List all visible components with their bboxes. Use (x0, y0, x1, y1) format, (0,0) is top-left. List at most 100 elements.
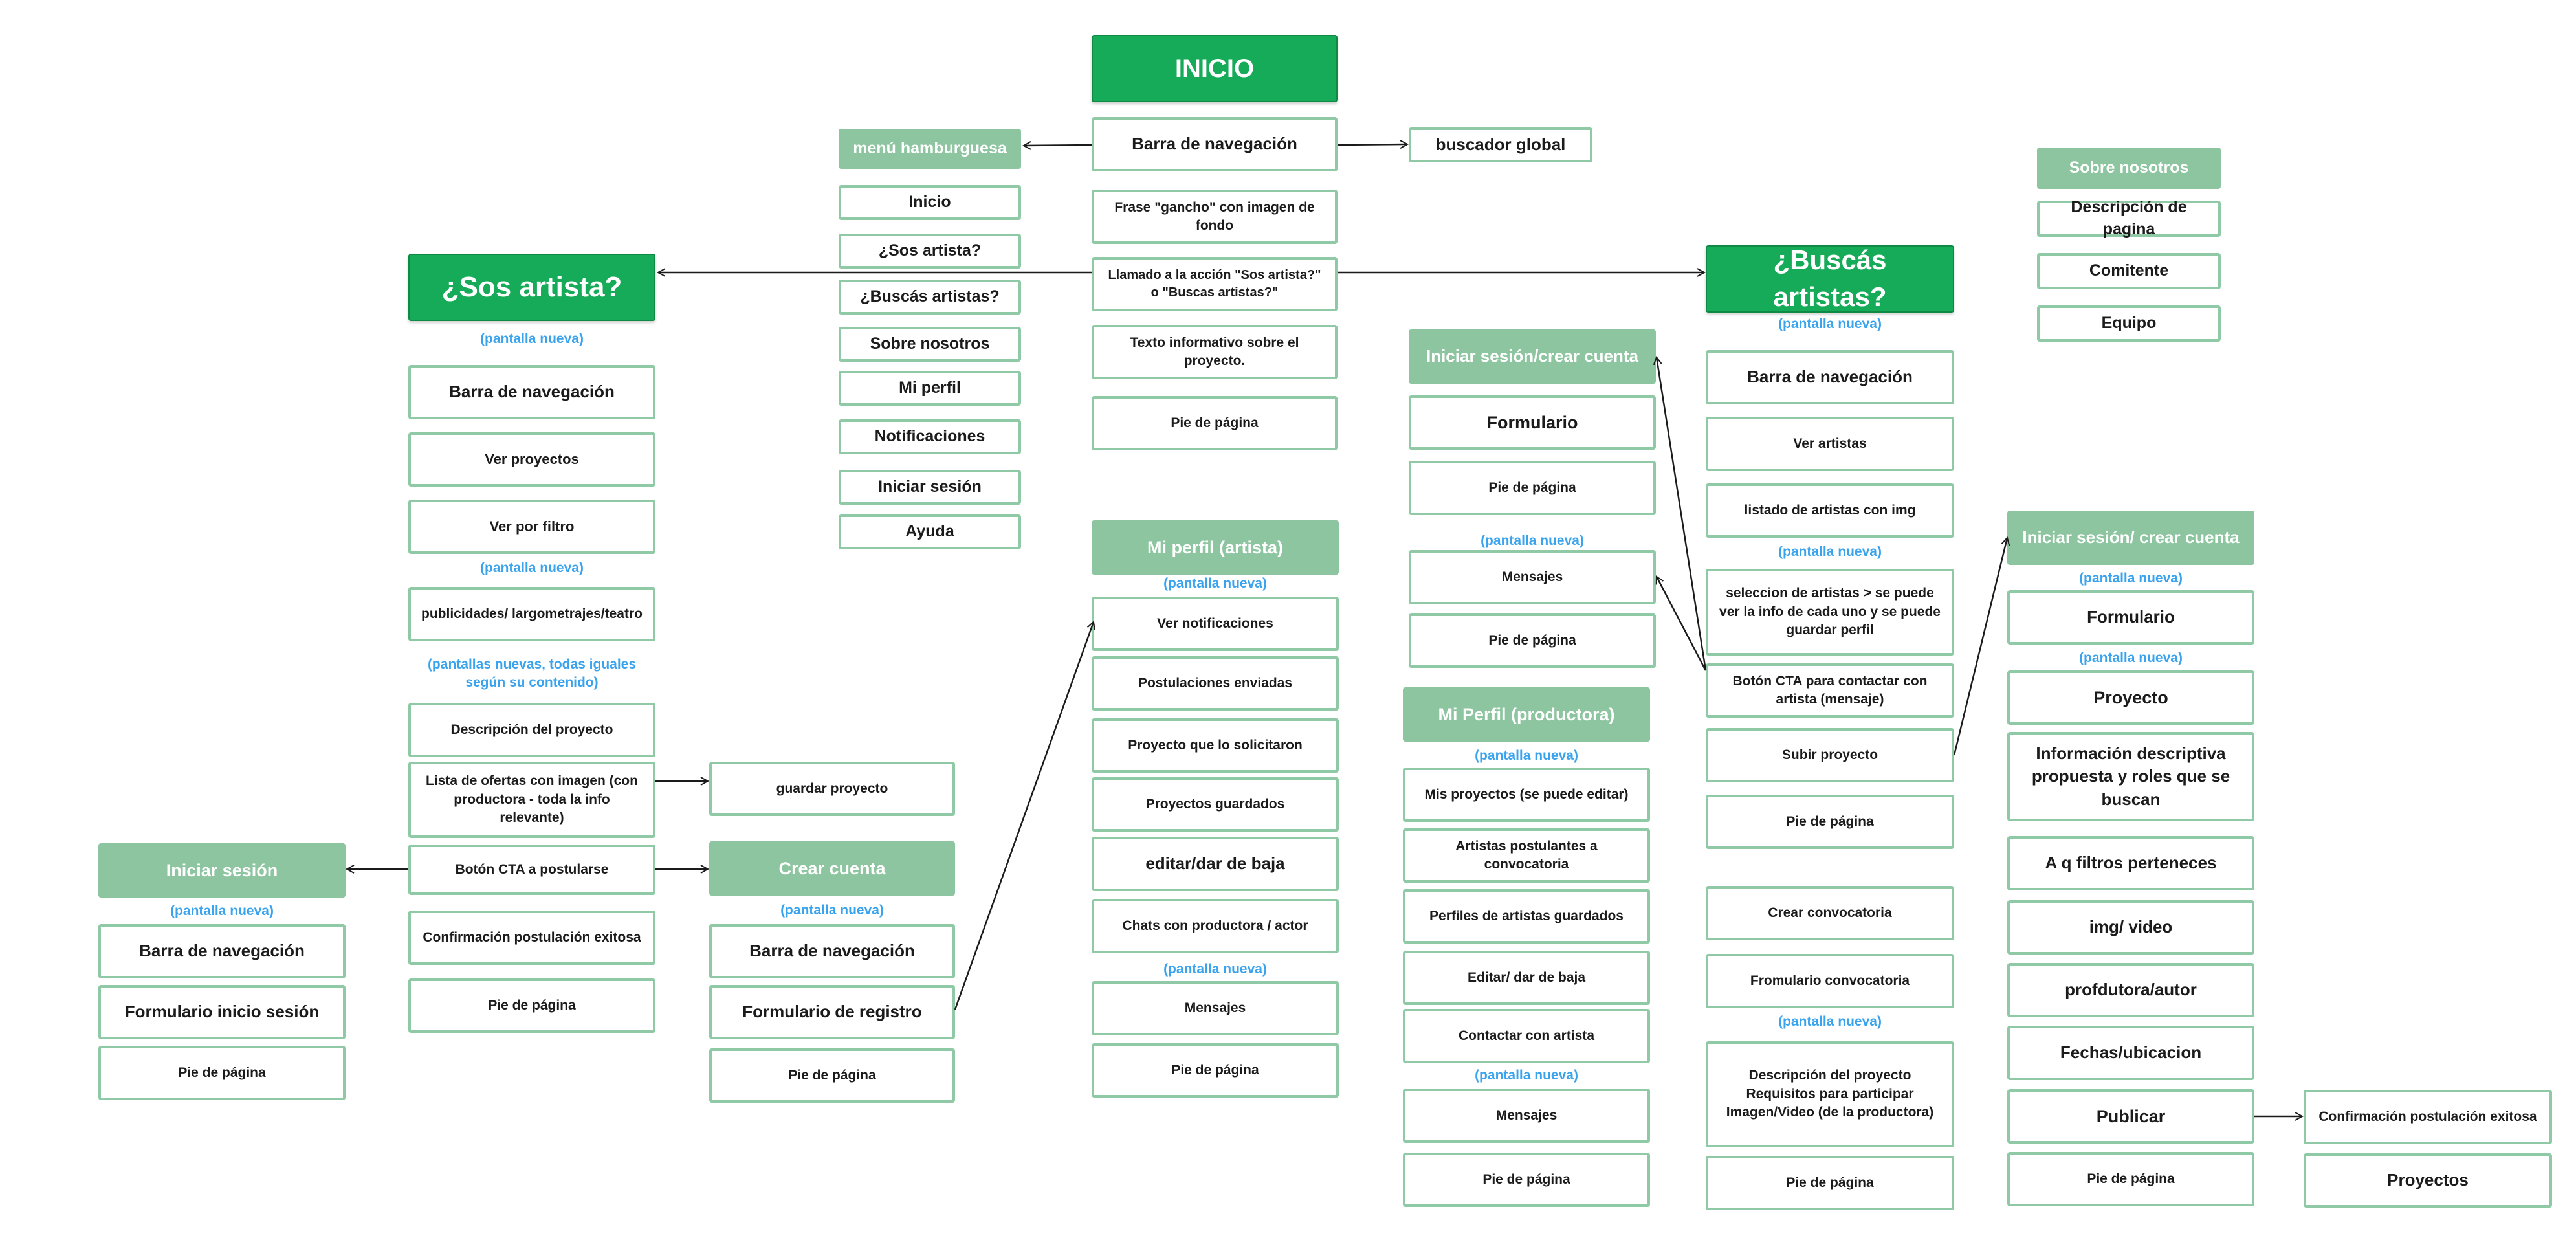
menu-item-inicio: Inicio (839, 185, 1021, 220)
guardar-proyecto: guardar proyecto (709, 762, 955, 816)
perfil-artista-title: Mi perfil (artista) (1092, 520, 1339, 575)
buscas-formulario-convocatoria: Fromulario convocatoria (1706, 954, 1954, 1008)
login-right-footer: Pie de página (2007, 1152, 2254, 1206)
about-item-descripcion: Descripción de pagina (2037, 198, 2221, 238)
menu-item-sobre-nosotros: Sobre nosotros (839, 327, 1021, 362)
global-search: buscador global (1409, 127, 1592, 162)
login-right-publicar: Publicar (2007, 1089, 2254, 1144)
menu-item-notificaciones: Notificaciones (839, 419, 1021, 454)
buscas-cta-contactar: Botón CTA para contactar con artista (me… (1706, 663, 1954, 718)
login-right-note: (pantalla nueva) (2079, 570, 2183, 586)
perfil-productora-note-2: (pantalla nueva) (1475, 1067, 1578, 1083)
perfil-productora-footer: Pie de página (1403, 1153, 1650, 1207)
perfil-artista-mensajes: Mensajes (1092, 981, 1339, 1035)
login-center-footer-2: Pie de página (1409, 613, 1656, 668)
buscas-crear-convocatoria: Crear convocatoria (1706, 886, 1954, 940)
arrow-contactar-to-mensajes (1657, 577, 1707, 671)
perfil-productora-proyectos: Mis proyectos (se puede editar) (1403, 768, 1650, 822)
login-center-note: (pantalla nueva) (1481, 533, 1584, 548)
sos-artista-ofertas: Lista de ofertas con imagen (con product… (408, 762, 655, 838)
perfil-artista-note: (pantalla nueva) (1163, 575, 1267, 591)
perfil-productora-note: (pantalla nueva) (1475, 747, 1578, 763)
buscas-footer-2: Pie de página (1706, 1156, 1954, 1210)
login-left-footer: Pie de página (98, 1046, 346, 1100)
sos-artista-categories: publicidades/ largometrajes/teatro (408, 587, 655, 641)
arrow-registro-to-perfil-artista (954, 622, 1094, 1010)
login-right-img-video: img/ video (2007, 900, 2254, 955)
menu-item-sos-artista: ¿Sos artista? (839, 234, 1021, 269)
sos-artista-navbar: Barra de navegación (408, 365, 655, 419)
perfil-artista-postulaciones: Postulaciones enviadas (1092, 656, 1339, 711)
buscas-descripcion-proyecto: Descripción del proyecto Requisitos para… (1706, 1041, 1954, 1147)
perfil-artista-note-2: (pantalla nueva) (1163, 961, 1267, 977)
buscas-subir-proyecto: Subir proyecto (1706, 728, 1954, 782)
final-confirmacion: Confirmación postulación exitosa (2304, 1090, 2552, 1144)
login-right-note-2: (pantalla nueva) (2079, 650, 2183, 665)
crear-cuenta-navbar: Barra de navegación (709, 924, 955, 978)
login-right-productora: profdutora/autor (2007, 963, 2254, 1017)
sos-artista-footer: Pie de página (408, 978, 655, 1033)
perfil-productora-contactar: Contactar con artista (1403, 1009, 1650, 1063)
crear-cuenta-title: Crear cuenta (709, 841, 955, 896)
perfil-productora-postulantes: Artistas postulantes a convocatoria (1403, 828, 1650, 883)
login-left-navbar: Barra de navegación (98, 924, 346, 978)
login-left-title: Iniciar sesión (98, 843, 346, 898)
login-center-mensajes: Mensajes (1409, 550, 1656, 604)
login-right-title: Iniciar sesión/ crear cuenta (2007, 511, 2254, 565)
about-title: Sobre nosotros (2037, 148, 2221, 189)
arrow-navbar-to-search (1337, 144, 1407, 145)
perfil-artista-guardados: Proyectos guardados (1092, 777, 1339, 832)
menu-title: menú hamburguesa (839, 129, 1021, 169)
login-right-filtros: A q filtros perteneces (2007, 836, 2254, 890)
inicio-footer: Pie de página (1092, 396, 1338, 450)
login-right-proyecto: Proyecto (2007, 670, 2254, 725)
login-center-form: Formulario (1409, 395, 1656, 450)
sos-artista-confirmacion: Confirmación postulación exitosa (408, 911, 655, 965)
about-item-comitente: Comitente (2037, 253, 2221, 289)
perfil-productora-guardados: Perfiles de artistas guardados (1403, 889, 1650, 944)
menu-item-iniciar-sesion: Iniciar sesión (839, 470, 1021, 505)
sos-artista-note-many: (pantallas nuevas, todas iguales según s… (427, 656, 637, 690)
sos-artista-ver-filtro: Ver por filtro (408, 500, 655, 554)
buscas-note: (pantalla nueva) (1778, 316, 1882, 331)
inicio-navbar: Barra de navegación (1092, 117, 1338, 171)
crear-cuenta-footer: Pie de página (709, 1048, 955, 1103)
final-proyectos: Proyectos (2304, 1153, 2552, 1208)
about-item-equipo: Equipo (2037, 305, 2221, 342)
perfil-productora-editar: Editar/ dar de baja (1403, 951, 1650, 1005)
login-center-title: Iniciar sesión/crear cuenta (1409, 329, 1656, 384)
login-center-footer: Pie de página (1409, 461, 1656, 515)
menu-item-buscas-artistas: ¿Buscás artistas? (839, 280, 1021, 315)
buscas-note-3: (pantalla nueva) (1778, 1013, 1882, 1029)
sos-artista-ver-proyectos: Ver proyectos (408, 432, 655, 487)
login-right-form: Formulario (2007, 590, 2254, 645)
perfil-productora-mensajes: Mensajes (1403, 1089, 1650, 1143)
arrow-navbar-to-menu (1024, 145, 1092, 146)
crear-cuenta-note: (pantalla nueva) (780, 902, 884, 918)
inicio-info-text: Texto informativo sobre el proyecto. (1092, 325, 1338, 379)
buscas-seleccion: seleccion de artistas > se puede ver la … (1706, 569, 1954, 656)
sos-artista-note-new: (pantalla nueva) (480, 331, 584, 346)
buscas-title: ¿Buscás artistas? (1706, 245, 1954, 313)
buscas-navbar: Barra de navegación (1706, 350, 1954, 404)
perfil-artista-chats: Chats con productora / actor (1092, 899, 1339, 953)
sos-artista-cta-postular: Botón CTA a postularse (408, 845, 655, 895)
perfil-artista-notificaciones: Ver notificaciones (1092, 597, 1339, 651)
inicio-title: INICIO (1092, 35, 1338, 102)
login-right-info-descriptiva: Información descriptiva propuesta y role… (2007, 732, 2254, 821)
buscas-ver-artistas: Ver artistas (1706, 417, 1954, 471)
sos-artista-descripcion: Descripción del proyecto (408, 703, 655, 757)
crear-cuenta-form: Formulario de registro (709, 985, 955, 1039)
login-right-fechas: Fechas/ubicacion (2007, 1026, 2254, 1080)
menu-item-ayuda: Ayuda (839, 514, 1021, 549)
login-left-note: (pantalla nueva) (170, 903, 274, 918)
sos-artista-title: ¿Sos artista? (408, 254, 655, 321)
perfil-productora-title: Mi Perfil (productora) (1403, 687, 1650, 742)
arrow-contactar-to-login-center (1657, 357, 1707, 671)
perfil-artista-footer: Pie de página (1092, 1043, 1339, 1098)
perfil-artista-solicitados: Proyecto que lo solicitaron (1092, 718, 1339, 773)
inicio-hook-phrase: Frase "gancho" con imagen de fondo (1092, 190, 1338, 244)
buscas-listado: listado de artistas con img (1706, 483, 1954, 538)
arrow-subir-to-login-right (1953, 538, 2007, 756)
